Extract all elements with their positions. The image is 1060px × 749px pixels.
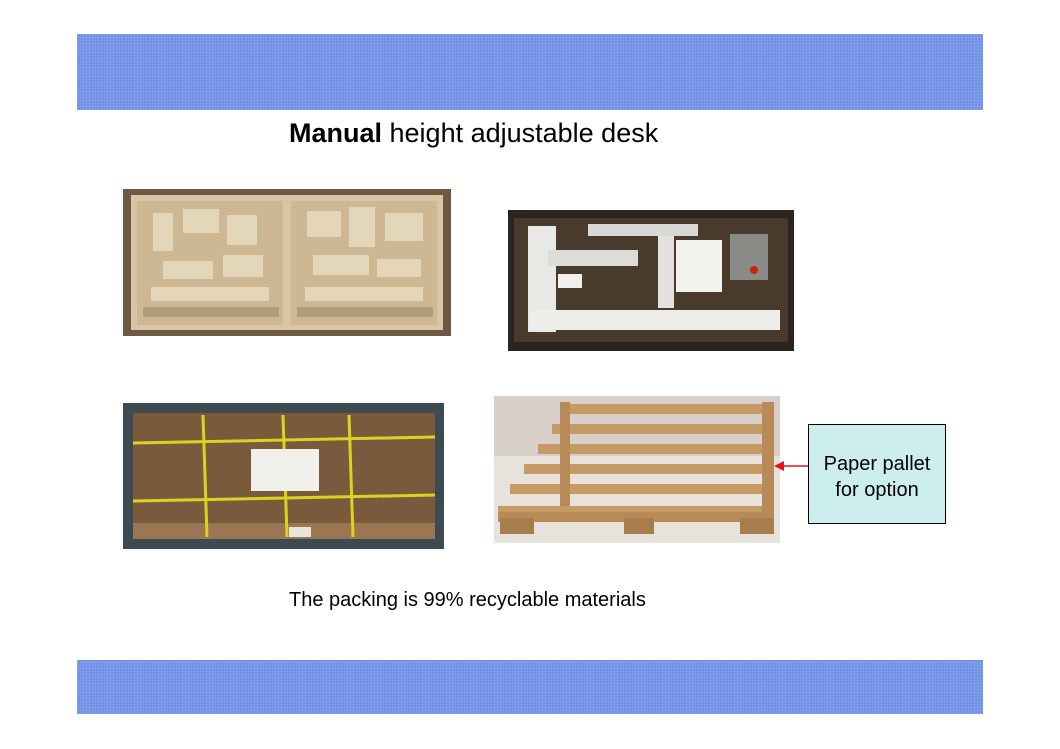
frame-parts-photo (508, 210, 794, 351)
callout-line-1: Paper pallet (823, 453, 931, 475)
title-bold: Manual (289, 118, 383, 148)
arrow-left-icon (774, 461, 808, 471)
paper-pallet-photo (494, 396, 780, 543)
footer-band (77, 660, 983, 714)
title-rest: height adjustable desk (382, 118, 659, 148)
header-band (77, 34, 983, 110)
pulp-tray-photo (123, 189, 451, 336)
slide-title: Manual height adjustable desk (289, 118, 658, 149)
recyclable-caption: The packing is 99% recyclable materials (289, 589, 646, 611)
wrapped-carton-photo (123, 403, 444, 549)
callout-line-2: for option (835, 479, 919, 501)
paper-pallet-callout: Paper pallet for option (808, 424, 946, 524)
